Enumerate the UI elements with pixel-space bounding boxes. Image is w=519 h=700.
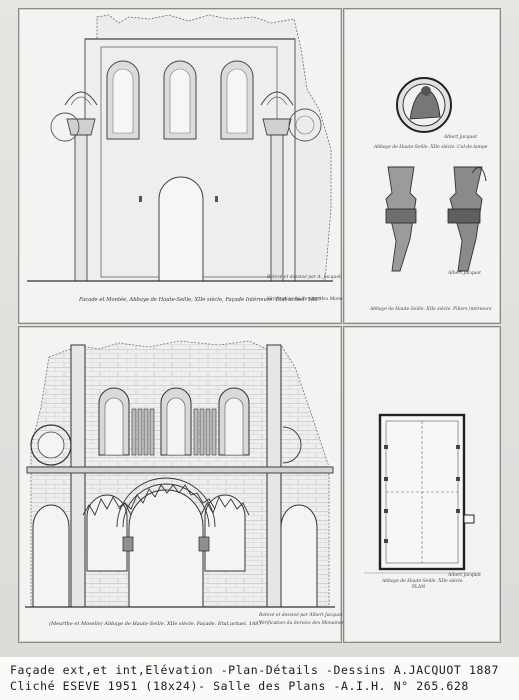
panel-plan: Abbaye de Haute-Seille. XIIe siècle. PLA… [343,326,501,643]
facade-interior-verification: Vérification du Service des Monuments Hi… [259,621,377,626]
panel-facade-exterior: Facade et Montée, Abbaye de Haute-Seille… [18,8,385,324]
facade-interior-caption: (Meurthe et Moselle) Abbaye de Haute-Sei… [49,621,262,627]
plan-caption: Abbaye de Haute-Seille. XIIe siècle. [382,579,464,584]
seal-signature: Albert Jacquot [444,135,477,140]
plan-title: PLAN [412,585,426,590]
facade-exterior-verification: Vérification du Service des Monuments Hi… [267,297,385,302]
panel-facade-interior: (Meurthe et Moselle) Abbaye de Haute-Sei… [18,326,377,643]
footer-line-2: Cliché ESEVE 1951 (18x24)- Salle des Pla… [10,679,469,693]
facade-interior-signature: Relevé et dessiné par Albert Jacquot [259,613,343,618]
facade-exterior-caption: Facade et Montée, Abbaye de Haute-Seille… [79,297,321,303]
facade-exterior-signature: Relevé et dessiné par A. Jacquot [267,275,341,280]
archive-footer: Façade ext,et int,Elévation -Plan-Détail… [0,657,519,700]
seal-caption: Abbaye de Haute-Seille. XIIe siècle. Cul… [374,145,488,150]
panel-details: Abbaye de Haute-Seille. XIIe siècle. Cul… [343,8,501,324]
details-drawing [385,77,487,272]
footer-line-1: Façade ext,et int,Elévation -Plan-Détail… [10,663,500,677]
facade-interior-drawing [25,340,335,608]
plan-drawing [364,413,480,574]
facade-exterior-drawing [27,14,333,282]
capitals-signature: Albert Jacquot [448,271,481,276]
plan-signature: Albert Jacquot [448,573,481,578]
capitals-caption: Abbaye de Haute-Seille. XIIe siècle. Pil… [370,307,492,312]
